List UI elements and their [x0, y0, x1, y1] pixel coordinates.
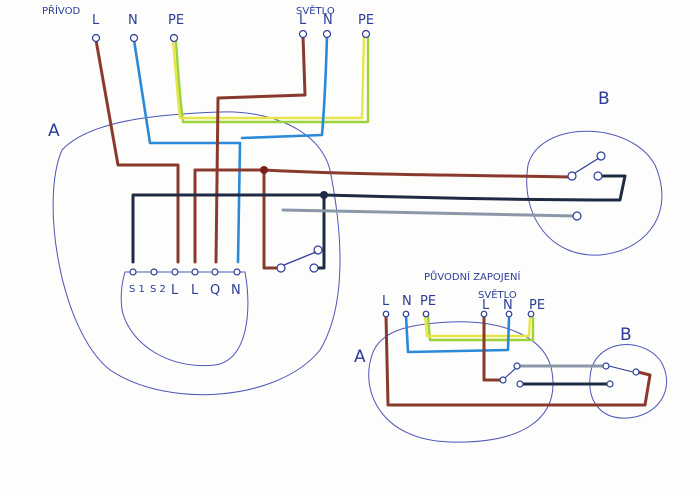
- junction-black: [320, 191, 328, 199]
- brown-to-b-wire: [193, 168, 572, 264]
- socket-label-q: Q: [210, 283, 220, 298]
- inset-light-l: L: [482, 298, 490, 313]
- supply-n-wire: [132, 38, 242, 264]
- inset-switch-b: [602, 362, 640, 388]
- inset-title: PŮVODNÍ ZAPOJENÍ: [424, 270, 521, 283]
- brown-local-switch-wire: [262, 168, 280, 270]
- socket-label-s2: S 2: [150, 284, 166, 295]
- inset-region-b-label: B: [620, 325, 632, 345]
- light-l-wire: [214, 34, 307, 264]
- light-title: SVĚTLO: [296, 4, 335, 17]
- inset-n-blue: [404, 314, 511, 354]
- light-terminal-n: N: [323, 13, 333, 28]
- inset-pe-yellow: [423, 314, 532, 338]
- inset-light-n: N: [503, 298, 513, 313]
- socket-label-n: N: [231, 283, 241, 298]
- black-traveller-wire: [131, 174, 627, 264]
- inset-terminals: [382, 310, 535, 318]
- inset-switch-a: [499, 362, 524, 388]
- supply-terminal-pe: PE: [168, 13, 184, 28]
- supply-terminal-n: N: [128, 13, 138, 28]
- inset-pe-green: [426, 314, 535, 342]
- inset-light-l-brown: [482, 314, 502, 382]
- inset-region-b-outline: [589, 344, 668, 419]
- socket-label-l1: L: [171, 283, 179, 298]
- pe-wire-green: [174, 34, 370, 124]
- light-terminal-pe: PE: [358, 13, 374, 28]
- supply-title: PŘÍVOD: [42, 4, 80, 17]
- grey-traveller-wire: [281, 208, 577, 218]
- region-a-outline: [52, 111, 341, 396]
- supply-l-wire: [94, 38, 180, 264]
- black-local-wire: [312, 193, 326, 270]
- inset-light-title: SVĚTLO: [478, 288, 517, 301]
- socket-label-l2: L: [191, 283, 199, 298]
- socket-terminals: [129, 268, 241, 276]
- b-switch: [567, 151, 606, 221]
- inset-supply-n: N: [402, 294, 412, 309]
- junction-brown: [260, 166, 268, 174]
- inset-light-pe: PE: [529, 298, 545, 313]
- inset-l-brown: [384, 314, 652, 407]
- pe-wire-yellow: [171, 34, 366, 120]
- light-n-wire: [240, 34, 329, 140]
- inset-supply-pe: PE: [420, 294, 436, 309]
- local-switch: [276, 245, 323, 273]
- socket-outline: [120, 271, 249, 367]
- inset-region-a-label: A: [354, 347, 366, 367]
- region-b-outline: [526, 130, 663, 256]
- region-b-label: B: [598, 89, 610, 109]
- top-terminals: [91, 29, 371, 43]
- inset-supply-l: L: [382, 294, 390, 309]
- socket-label-s1: S 1: [129, 284, 145, 295]
- region-a-label: A: [48, 121, 60, 141]
- supply-terminal-l: L: [92, 13, 100, 28]
- light-terminal-l: L: [299, 13, 307, 28]
